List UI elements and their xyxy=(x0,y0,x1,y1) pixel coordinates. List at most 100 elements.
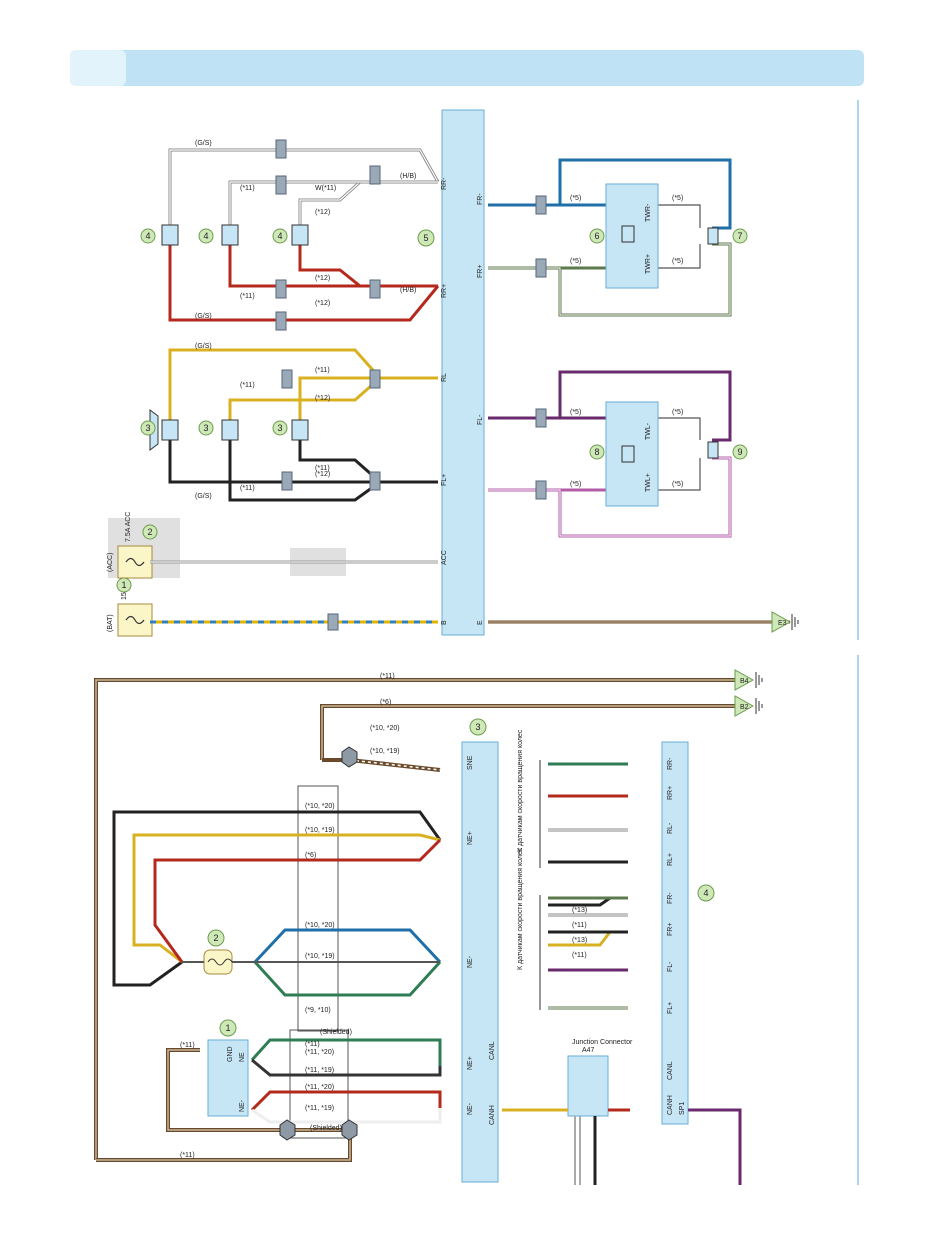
head-unit xyxy=(441,109,485,636)
wire-rr-red xyxy=(168,245,440,322)
svg-text:8: 8 xyxy=(594,447,599,457)
svg-text:(*6): (*6) xyxy=(305,852,316,859)
ecu3-pin-canh: CANH xyxy=(489,1105,496,1125)
svg-text:(*5): (*5) xyxy=(672,409,683,416)
svg-text:(G/S): (G/S) xyxy=(195,343,212,350)
svg-text:Junction Connector: Junction Connector xyxy=(572,1039,633,1046)
unit-pin-labels: B ACC FL+ RL RR+ RR- FR+ FR- FL- E xyxy=(441,177,484,625)
shield-box-2 xyxy=(297,785,339,1032)
svg-text:(G/S): (G/S) xyxy=(195,493,212,500)
svg-text:GND: GND xyxy=(227,1046,234,1062)
shield-box-1 xyxy=(289,1029,349,1139)
svg-text:(*11, *20): (*11, *20) xyxy=(305,1084,334,1091)
svg-text:(*11): (*11) xyxy=(180,1042,195,1049)
ecu3-pin-ne-minus-2: NE- xyxy=(467,1102,474,1115)
svg-text:(*12): (*12) xyxy=(315,395,330,402)
svg-text:(*5): (*5) xyxy=(672,258,683,265)
svg-text:(*11): (*11) xyxy=(240,185,255,192)
svg-text:(Shielded): (Shielded) xyxy=(320,1029,352,1036)
svg-text:(*11, *20): (*11, *20) xyxy=(305,1049,334,1056)
svg-text:CANH: CANH xyxy=(667,1095,674,1115)
svg-text:FL+: FL+ xyxy=(667,1002,674,1014)
svg-text:(H/B): (H/B) xyxy=(400,287,416,294)
bottom-diagram: B4 B2 (Shielded) (Shielded) 3 SNE NE+ NE… xyxy=(94,669,763,1185)
ecu3-pin-sne: SNE xyxy=(467,755,474,770)
svg-text:B4: B4 xyxy=(740,678,749,685)
svg-text:(Shielded): (Shielded) xyxy=(310,1125,342,1132)
svg-text:3: 3 xyxy=(475,722,480,732)
ecu-4 xyxy=(661,741,689,1125)
svg-text:1: 1 xyxy=(121,580,126,590)
wire-rl-yellow xyxy=(168,348,438,420)
svg-text:(*11): (*11) xyxy=(380,673,395,680)
svg-text:5: 5 xyxy=(423,233,428,243)
speaker-icons xyxy=(149,224,309,451)
svg-text:К датчикам скорости вращения к: К датчикам скорости вращения колес xyxy=(517,729,524,852)
svg-text:(*9, *10): (*9, *10) xyxy=(305,1007,331,1014)
wire-rr-minus-white xyxy=(168,148,440,225)
ground-b4: B4 xyxy=(734,669,763,691)
shield-nodes xyxy=(279,746,358,1141)
svg-text:(*5): (*5) xyxy=(672,195,683,202)
svg-text:NE-: NE- xyxy=(239,1099,246,1112)
svg-text:(*11): (*11) xyxy=(240,485,255,492)
svg-text:(*11): (*11) xyxy=(305,1041,320,1048)
svg-text:(*10, *20): (*10, *20) xyxy=(305,922,335,929)
svg-text:(*10, *20): (*10, *20) xyxy=(305,803,335,810)
svg-text:(*12): (*12) xyxy=(315,471,330,478)
svg-text:(*5): (*5) xyxy=(672,481,683,488)
callout-4 xyxy=(697,884,715,902)
svg-text:(*12): (*12) xyxy=(315,300,330,307)
wire-fl-minus-purple xyxy=(488,370,732,442)
top-diagram: 5 B ACC FL+ RL RR+ RR- FR+ FR- FL- E (BA… xyxy=(107,109,799,637)
wire-red-loop xyxy=(153,838,442,963)
wire-blue-diamond xyxy=(253,928,442,964)
tweeter-speaker-right: 7 xyxy=(707,227,748,245)
tweeter-speaker-left: 9 xyxy=(707,441,748,460)
wire-ne-plus-green xyxy=(250,1038,442,1066)
svg-text:(*5): (*5) xyxy=(570,481,581,488)
sensor-2: 2 xyxy=(203,929,233,975)
wire-yellow-loop xyxy=(132,833,441,964)
svg-text:(*13): (*13) xyxy=(572,907,587,914)
pin-label-e: E xyxy=(477,620,484,625)
svg-text:(*11): (*11) xyxy=(240,293,255,300)
ecu3-pin-ne-plus: NE+ xyxy=(467,831,474,845)
junction-a47 xyxy=(567,1055,609,1117)
svg-text:(*11): (*11) xyxy=(572,952,587,959)
svg-text:(*10, *19): (*10, *19) xyxy=(370,748,400,755)
wheel-sensor-leads xyxy=(539,760,628,1010)
svg-text:B2: B2 xyxy=(740,704,749,711)
svg-text:1: 1 xyxy=(225,1023,230,1033)
ground-b2: B2 xyxy=(734,695,763,717)
svg-text:3: 3 xyxy=(203,423,208,433)
tweeter-wire-labels: (*5) (*5) (*5) (*5) (*5) (*5) (*5) (*5) xyxy=(570,195,683,488)
ecu4-pin-labels: FL+ FL- FR+ FR- RL+ RL- RR+ RR- CANH CAN… xyxy=(667,757,686,1115)
pin-label-rr-plus: RR+ xyxy=(441,284,448,298)
svg-text:TWR+: TWR+ xyxy=(645,254,652,274)
svg-text:3: 3 xyxy=(145,423,150,433)
svg-text:(*11): (*11) xyxy=(572,922,587,929)
svg-text:FL-: FL- xyxy=(667,961,674,972)
callout-1 xyxy=(219,1019,237,1037)
svg-text:(*5): (*5) xyxy=(570,409,581,416)
svg-text:(*5): (*5) xyxy=(570,258,581,265)
top-wire-labels: (G/S) (*11) (*12) (*11) (*12) (G/S) (*11… xyxy=(195,140,416,500)
wire-ne-minus-red xyxy=(250,1090,442,1112)
ecu3-pin-ne-minus: NE- xyxy=(467,955,474,968)
wire-ground-b4 xyxy=(94,678,735,1160)
svg-text:(*10, *20): (*10, *20) xyxy=(370,725,400,732)
svg-text:NE: NE xyxy=(239,1052,246,1062)
pin-label-fl-plus: FL+ xyxy=(441,474,448,486)
svg-text:RR-: RR- xyxy=(667,757,674,770)
svg-text:W(*11): W(*11) xyxy=(315,185,336,192)
pin-label-rl: RL xyxy=(441,373,448,382)
svg-text:(*11): (*11) xyxy=(240,382,255,389)
svg-text:(*10, *19): (*10, *19) xyxy=(305,953,335,960)
svg-text:(*13): (*13) xyxy=(572,937,587,944)
callout-5: 5 xyxy=(417,229,435,247)
svg-text:(G/S): (G/S) xyxy=(195,140,212,147)
pin-label-fl-minus: FL- xyxy=(477,414,484,425)
callout-3 xyxy=(469,718,487,736)
